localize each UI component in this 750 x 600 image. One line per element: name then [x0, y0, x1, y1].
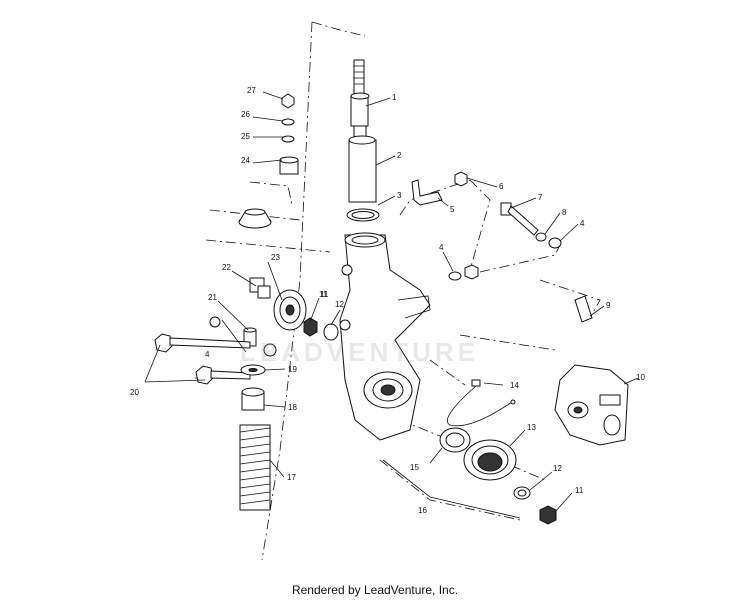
- callout-9: 9: [606, 301, 611, 310]
- footer-credit: Rendered by LeadVenture, Inc.: [291, 583, 459, 597]
- part-nut-18: [241, 387, 265, 411]
- leader-lines: [144, 91, 639, 513]
- callout-2: 2: [397, 151, 402, 160]
- part-washer-left: [209, 316, 221, 328]
- part-nut-top: [454, 171, 468, 187]
- callout-3: 3: [397, 191, 402, 200]
- callout-26: 26: [241, 110, 250, 119]
- part-small-nut-washer: [303, 317, 339, 341]
- callout-21: 21: [208, 293, 217, 302]
- part-nut-lower: [539, 505, 557, 525]
- callout-1: 1: [392, 93, 397, 102]
- callout-12-lower: 12: [553, 464, 562, 473]
- part-ring: [346, 208, 380, 222]
- part-block: [574, 295, 593, 323]
- part-bolts: [154, 333, 251, 385]
- callout-12-upper: 12: [335, 300, 344, 309]
- part-seal: [439, 427, 471, 453]
- callout-7: 7: [538, 193, 543, 202]
- callout-4-right: 4: [580, 219, 585, 228]
- callout-13: 13: [527, 423, 536, 432]
- part-pin: [249, 277, 271, 299]
- callout-18: 18: [288, 403, 297, 412]
- callout-10: 10: [636, 373, 645, 382]
- callout-4-top: 4: [439, 243, 444, 252]
- watermark-logo: LEADVENTURE: [240, 337, 480, 367]
- assembly-axis-lines: [179, 21, 601, 561]
- part-bolt-washer-set: [500, 202, 562, 249]
- callout-5: 5: [450, 205, 455, 214]
- part-upper-mount-stack: [238, 93, 299, 229]
- callout-17: 17: [287, 473, 296, 482]
- callout-11-mid: 11: [320, 290, 329, 299]
- part-bracket: [411, 179, 443, 206]
- callout-8: 8: [562, 208, 567, 217]
- callout-15: 15: [410, 463, 419, 472]
- part-bearing: [463, 439, 517, 481]
- callout-23: 23: [271, 253, 280, 262]
- part-fitting: [243, 327, 277, 357]
- callout-6: 6: [499, 182, 504, 191]
- part-bearing-upper: [273, 289, 307, 331]
- callout-22: 22: [222, 263, 231, 272]
- part-washer-and-nut: [448, 264, 479, 281]
- callout-19: 19: [288, 365, 297, 374]
- callout-20: 20: [130, 388, 139, 397]
- part-spindle-knuckle: [339, 232, 431, 441]
- part-spring: [239, 424, 271, 511]
- callout-labels: 1 2 3 4 5 6 7 8 4 9 10 11 12 13 14 15 16…: [130, 86, 645, 515]
- callout-4-left: 4: [205, 350, 210, 359]
- part-caliper: [554, 364, 629, 446]
- callout-14: 14: [510, 381, 519, 390]
- callout-11-upper: 11: [319, 290, 328, 299]
- callout-25: 25: [241, 132, 250, 141]
- part-washer-19: [240, 364, 266, 376]
- callout-24: 24: [241, 156, 250, 165]
- part-tube: [348, 135, 377, 203]
- leader-bracket-16: [382, 459, 521, 519]
- part-washer-lower: [513, 486, 531, 500]
- callout-11-lower: 11: [575, 486, 584, 495]
- part-spindle-shaft: [350, 59, 370, 141]
- callout-16: 16: [418, 506, 427, 515]
- callout-27: 27: [247, 86, 256, 95]
- part-sensor: [447, 379, 516, 427]
